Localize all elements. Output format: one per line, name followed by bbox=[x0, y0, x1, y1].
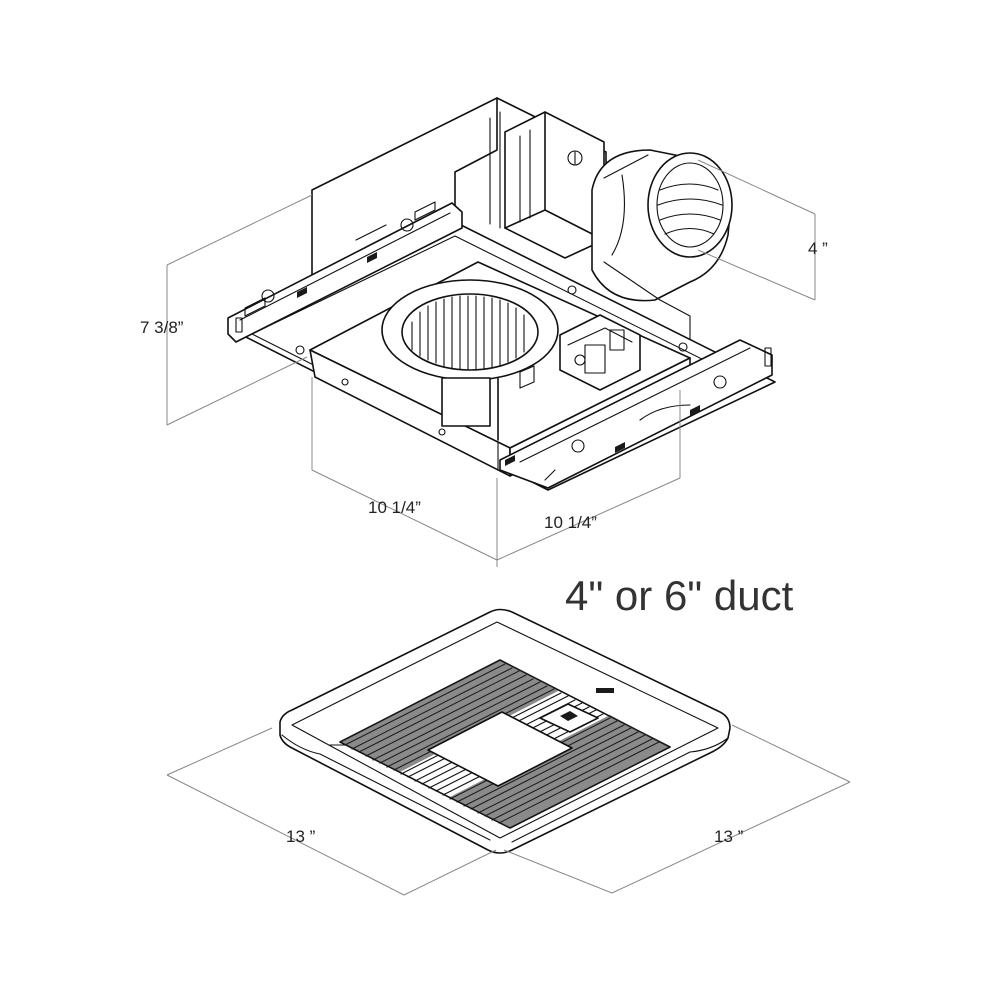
motor-assembly bbox=[519, 314, 641, 391]
left-mounting-rail bbox=[227, 201, 463, 343]
width-dimension-label: 10 1/4” bbox=[368, 498, 421, 517]
logo-mark bbox=[596, 688, 614, 693]
blower-wheel bbox=[381, 279, 559, 441]
junction-box bbox=[504, 111, 605, 259]
height-dimension-label: 7 3/8” bbox=[140, 318, 184, 337]
duct-size-heading: 4" or 6" duct bbox=[565, 572, 794, 619]
right-mounting-rail bbox=[499, 339, 773, 489]
duct-collar bbox=[591, 149, 733, 302]
housing-dimension-lines bbox=[166, 159, 816, 567]
duct-dimension-label: 4 ” bbox=[808, 239, 828, 258]
fan-housing bbox=[227, 97, 776, 491]
light-lens bbox=[427, 711, 573, 787]
grille-width-label: 13 ” bbox=[286, 827, 316, 846]
grille-dimension-lines bbox=[166, 724, 851, 896]
grille-depth-label: 13 ” bbox=[714, 827, 744, 846]
depth-dimension-label: 10 1/4” bbox=[544, 513, 597, 532]
control-panel bbox=[539, 703, 599, 733]
grille bbox=[279, 608, 731, 854]
